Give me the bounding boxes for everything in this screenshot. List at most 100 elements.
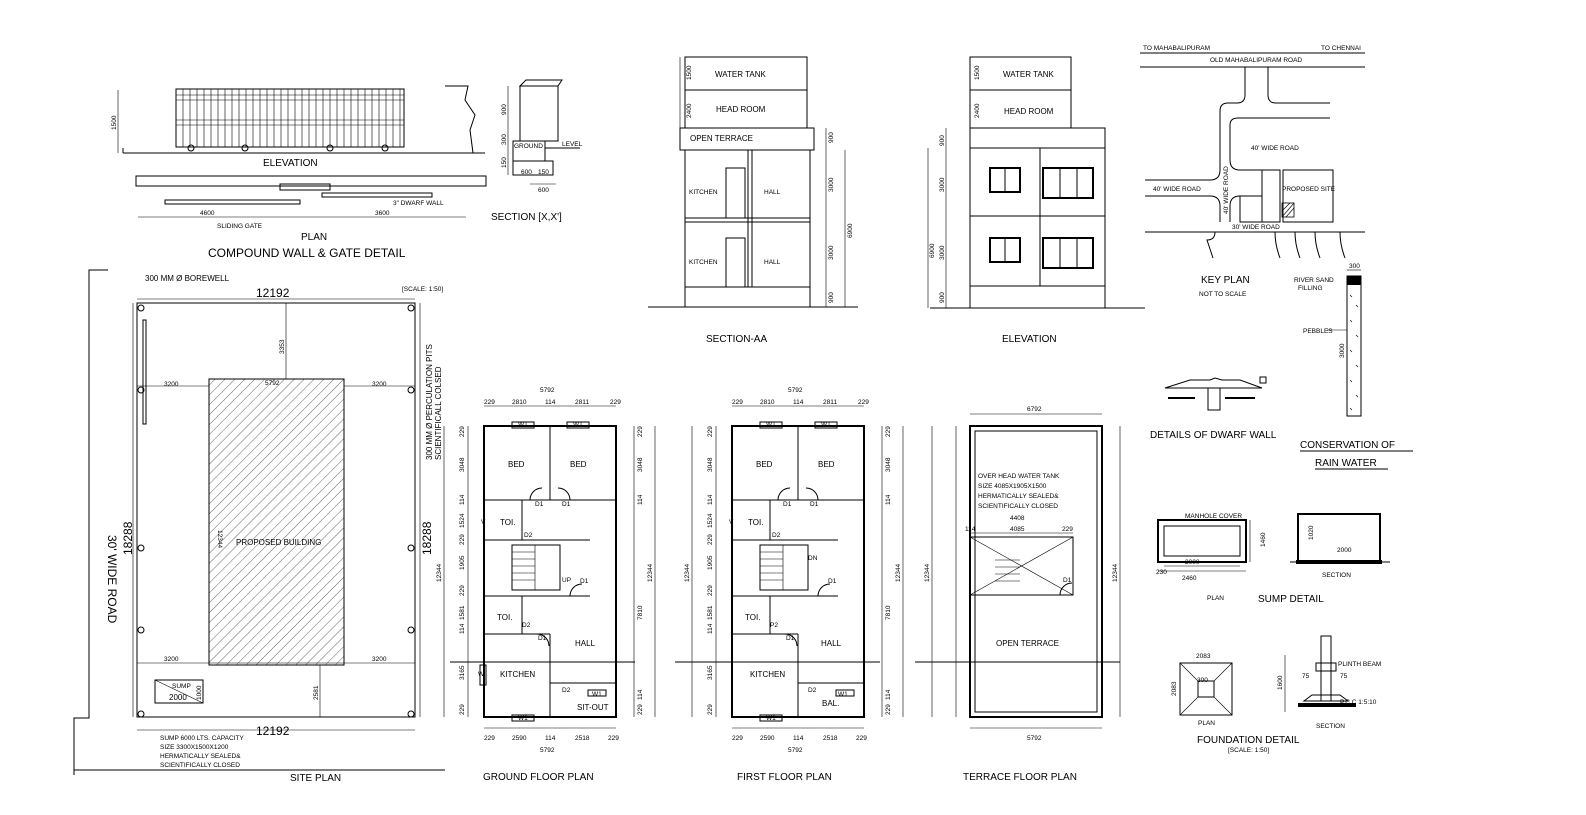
ff-rd-1: 3048 bbox=[885, 457, 892, 472]
ff-t5: 229 bbox=[858, 399, 869, 406]
site-building-width: 5792 bbox=[265, 380, 280, 387]
gf-sitout: SIT-OUT bbox=[577, 703, 609, 712]
ff-d2-b: D2 bbox=[808, 687, 817, 694]
tf-tank-2: SIZE 4085X1905X1500 bbox=[978, 483, 1047, 490]
gf-ld-5: 1905 bbox=[459, 555, 466, 570]
tf-d1: D1 bbox=[1063, 577, 1072, 584]
ff-bot-total: 5792 bbox=[788, 747, 803, 754]
tf-title: TERRACE FLOOR PLAN bbox=[963, 772, 1077, 783]
ff-w1-b: W1 bbox=[821, 421, 831, 428]
gate-detail-title: COMPOUND WALL & GATE DETAIL bbox=[208, 246, 406, 260]
site-bottom-left: 3200 bbox=[164, 656, 179, 663]
rain-water-detail: 300 RIVER SAND FILLING PEBBLES 3000 CONS… bbox=[1294, 263, 1413, 470]
tf-t1: 114 bbox=[965, 526, 976, 533]
ff-bal: BAL. bbox=[822, 699, 839, 708]
site-note-3: HERMATICALLY SEALED& bbox=[160, 753, 241, 760]
sump-sec-w: 2000 bbox=[1337, 547, 1352, 554]
elevation-d-plinth: 900 bbox=[939, 292, 946, 303]
elevation-d-f1: 3000 bbox=[939, 245, 946, 260]
elevation-d-tank: 1500 bbox=[974, 65, 981, 80]
site-width-top: 12192 bbox=[256, 286, 290, 300]
rain-river-sand: RIVER SAND bbox=[1294, 277, 1334, 284]
ff-bed-2: BED bbox=[818, 460, 835, 469]
gate-section-d2: 300 bbox=[501, 134, 508, 145]
gf-t4: 2811 bbox=[575, 399, 589, 406]
site-road-label: 30' WIDE ROAD bbox=[105, 535, 119, 624]
section-aa-hall-lower: HALL bbox=[764, 259, 781, 266]
sump-cover: MANHOLE COVER bbox=[1185, 513, 1242, 520]
sump-sec-h: 1020 bbox=[1308, 525, 1315, 540]
gf-title: GROUND FLOOR PLAN bbox=[483, 772, 594, 783]
rain-pebbles: PEBBLES bbox=[1303, 328, 1333, 335]
ff-ld-10: 229 bbox=[707, 704, 714, 715]
site-building-depth: 12344 bbox=[216, 530, 223, 548]
tf-open-terrace: OPEN TERRACE bbox=[996, 639, 1059, 648]
gf-rd-4: 114 bbox=[637, 689, 644, 700]
ff-left-dims: 229 3048 114 1524 229 1905 229 1581 114 … bbox=[707, 426, 714, 715]
ff-d2-a: D2 bbox=[772, 532, 781, 539]
gf-w1-c: W1 bbox=[592, 691, 602, 698]
site-sump-w: 2000 bbox=[169, 693, 187, 702]
site-length-right: 18288 bbox=[420, 521, 434, 555]
key-road40-a: 40' WIDE ROAD bbox=[1251, 145, 1299, 152]
ff-rd-4: 114 bbox=[885, 689, 892, 700]
gf-rd-5: 229 bbox=[637, 704, 644, 715]
gf-d2-a: D2 bbox=[524, 532, 533, 539]
site-bottom-right: 3200 bbox=[372, 656, 387, 663]
foundation-b: 75 bbox=[1340, 673, 1348, 680]
site-note-4: SCIENTIFICALLY CLOSED bbox=[160, 762, 240, 769]
gf-ld-6: 229 bbox=[459, 585, 466, 596]
gf-rd-2: 114 bbox=[637, 494, 644, 505]
site-proposed-building: PROPOSED BUILDING bbox=[236, 538, 321, 547]
site-perc-1: 300 MM Ø PERCULATION PITS bbox=[425, 344, 434, 460]
gf-b5: 229 bbox=[608, 735, 619, 742]
gate-plan: 4600 3600 3" DWARF WALL SLIDING GATE PLA… bbox=[135, 175, 487, 260]
ff-ld-8: 114 bbox=[707, 623, 714, 634]
sump-detail: MANHOLE COVER 2000 2460 230 1460 PLAN 20… bbox=[1156, 513, 1390, 605]
ff-ld-1: 3048 bbox=[707, 457, 714, 472]
gate-dim-right: 3600 bbox=[375, 210, 390, 217]
foundation-a: 75 bbox=[1302, 673, 1310, 680]
gf-ld-1: 3048 bbox=[459, 457, 466, 472]
ground-label: GROUND bbox=[514, 143, 543, 150]
foundation-pcc: P.C.C 1:5:10 bbox=[1340, 699, 1377, 706]
section-aa-hall-upper: HALL bbox=[764, 189, 781, 196]
gate-height-dim: 1500 bbox=[111, 115, 118, 130]
ff-rd-2: 114 bbox=[885, 494, 892, 505]
foundation-size-left: 2083 bbox=[1171, 681, 1178, 696]
section-aa-kitchen-lower: KITCHEN bbox=[689, 259, 718, 266]
ff-kitchen: KITCHEN bbox=[750, 670, 785, 679]
gf-t5: 229 bbox=[610, 399, 621, 406]
gf-rd-3: 7810 bbox=[637, 605, 644, 620]
gf-bed-1: BED bbox=[508, 460, 525, 469]
tf-tank-3: HERMATICALLY SEALED& bbox=[978, 493, 1059, 500]
section-aa-d-f1: 3000 bbox=[828, 245, 835, 260]
ff-title: FIRST FLOOR PLAN bbox=[737, 772, 832, 783]
sump-side: 230 bbox=[1156, 569, 1167, 576]
foundation-title: FOUNDATION DETAIL bbox=[1197, 735, 1300, 746]
gf-t2: 2810 bbox=[512, 399, 527, 406]
sump-section-label: SECTION bbox=[1322, 572, 1351, 579]
ff-total-left: 12344 bbox=[684, 564, 691, 582]
gate-elevation-label: ELEVATION bbox=[263, 158, 318, 169]
rain-depth: 3000 bbox=[1339, 343, 1346, 358]
sump-w-inner: 2000 bbox=[1185, 559, 1200, 566]
ff-rd-0: 229 bbox=[885, 426, 892, 437]
site-scale: [SCALE: 1:50] bbox=[402, 286, 443, 293]
key-road40-b: 40' WIDE ROAD bbox=[1153, 186, 1201, 193]
gf-ld-4: 229 bbox=[459, 534, 466, 545]
gf-toi-2: TOI. bbox=[497, 613, 512, 622]
elevation-d-f2: 3000 bbox=[939, 177, 946, 192]
dwarf-wall-title: DETAILS OF DWARF WALL bbox=[1150, 430, 1277, 441]
ff-d1-d: D1 bbox=[786, 635, 795, 642]
dwarf-wall-detail: DETAILS OF DWARF WALL bbox=[1150, 376, 1277, 441]
gf-b3: 114 bbox=[545, 735, 556, 742]
gf-v-1: V bbox=[481, 519, 486, 526]
ff-ld-9: 3165 bbox=[707, 665, 714, 680]
site-sump: SUMP bbox=[172, 683, 191, 690]
ff-rd-5: 229 bbox=[885, 704, 892, 715]
ff-ld-7: 1581 bbox=[707, 605, 714, 620]
sump-w-outer: 2460 bbox=[1182, 575, 1197, 582]
ff-total-right: 12344 bbox=[895, 564, 902, 582]
elevation-d-par: 900 bbox=[939, 135, 946, 146]
